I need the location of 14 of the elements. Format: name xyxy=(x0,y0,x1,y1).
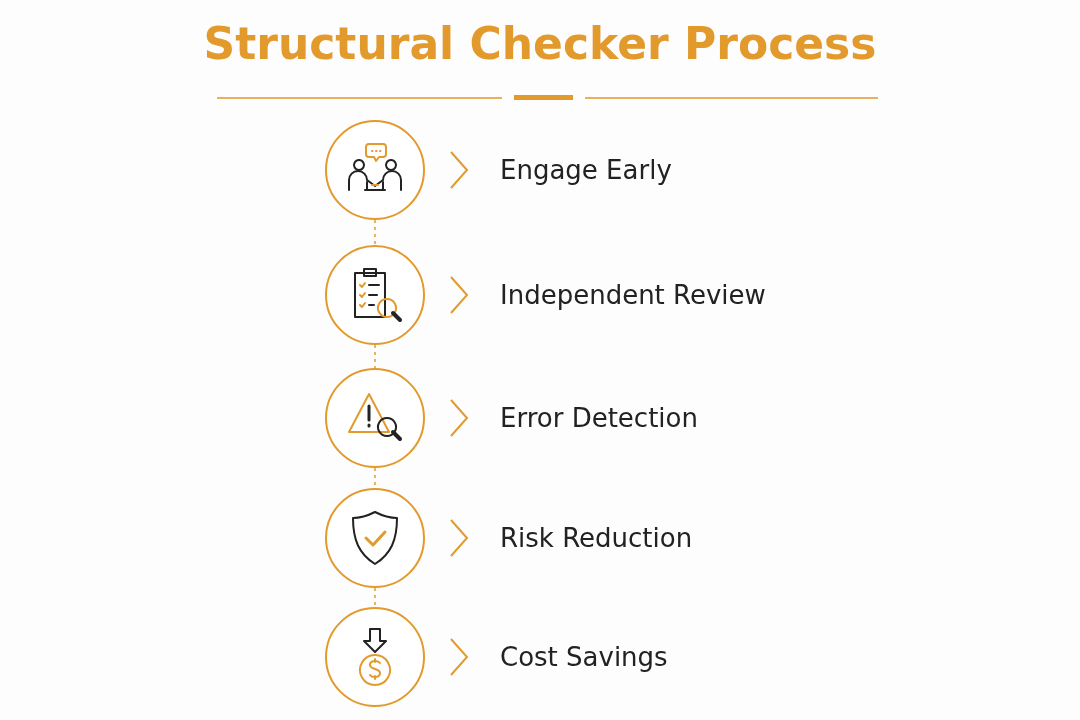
dashed-connector xyxy=(374,344,376,369)
chevron-arrow xyxy=(450,638,469,676)
chevron-arrow xyxy=(450,399,469,437)
step-label: Risk Reduction xyxy=(500,523,693,553)
dashed-connector xyxy=(374,587,376,608)
step-label: Independent Review xyxy=(500,280,766,310)
step-label: Error Detection xyxy=(500,403,698,433)
title: Structural Checker Process xyxy=(202,18,878,69)
step-label: Cost Savings xyxy=(500,642,668,672)
dashed-connector xyxy=(374,219,376,246)
step-label: Engage Early xyxy=(500,155,672,185)
chevron-arrow xyxy=(450,276,469,314)
chevron-arrow xyxy=(450,519,469,557)
chevron-arrow xyxy=(450,151,469,189)
